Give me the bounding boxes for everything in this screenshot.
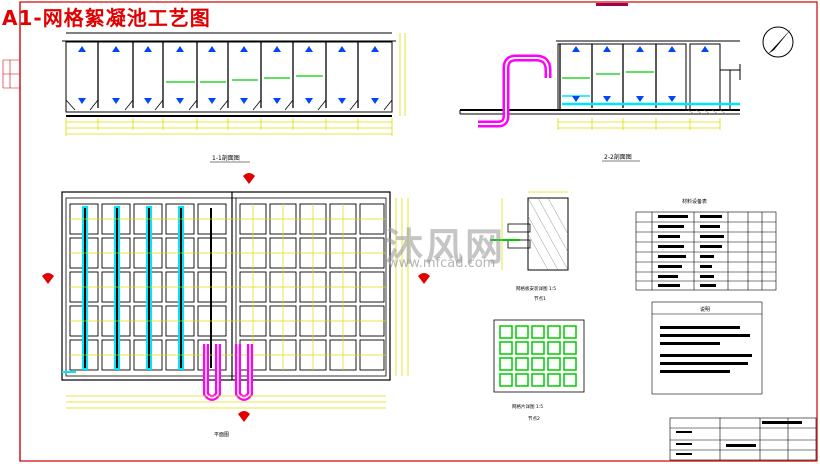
watermark-text: 沐风网 [385,225,506,269]
detail-node-2-grid [493,319,585,393]
section2-hatch [687,109,727,115]
top-mark [596,3,628,6]
detail-node-2-green [499,325,577,387]
plan-magenta-pipes [203,344,253,401]
section2-label: 2-2剖面图 [604,153,632,161]
section1-label: 1-1剖面图 [212,154,240,162]
binding-strip [2,59,20,89]
plan-yellow-grid [70,204,386,370]
section-cut-markers [42,173,430,422]
section1-flow-arrows [78,46,379,104]
notes-box [651,301,763,395]
material-table-entries [658,215,724,287]
plan-dimensions [66,198,409,409]
watermark-url: www.mfcad.com [388,256,496,271]
notes-title: 说明 [700,306,710,313]
svg-text:节点1: 节点1 [534,296,546,302]
detail-node-1 [507,197,569,271]
svg-text:网格板安装详图 1:5: 网格板安装详图 1:5 [516,285,556,292]
svg-text:网格片详图 1:5: 网格片详图 1:5 [512,403,543,410]
svg-text:节点2: 节点2 [528,416,540,422]
drawing-title: A1-网格絮凝池工艺图 [2,6,211,30]
section2-flow-arrows [572,46,709,102]
notes-lines [660,326,752,373]
section-1-1 [62,32,396,117]
title-block [669,417,817,461]
svg-text:平面图: 平面图 [214,432,229,438]
material-table-title: 材料设备表 [682,198,707,205]
section1-dimensions [65,33,406,136]
section2-dimensions [557,118,721,130]
material-table [635,211,777,291]
plan-cyan-pipes [82,206,184,370]
section1-green-grids [166,75,323,83]
north-arrow-icon [762,26,794,58]
